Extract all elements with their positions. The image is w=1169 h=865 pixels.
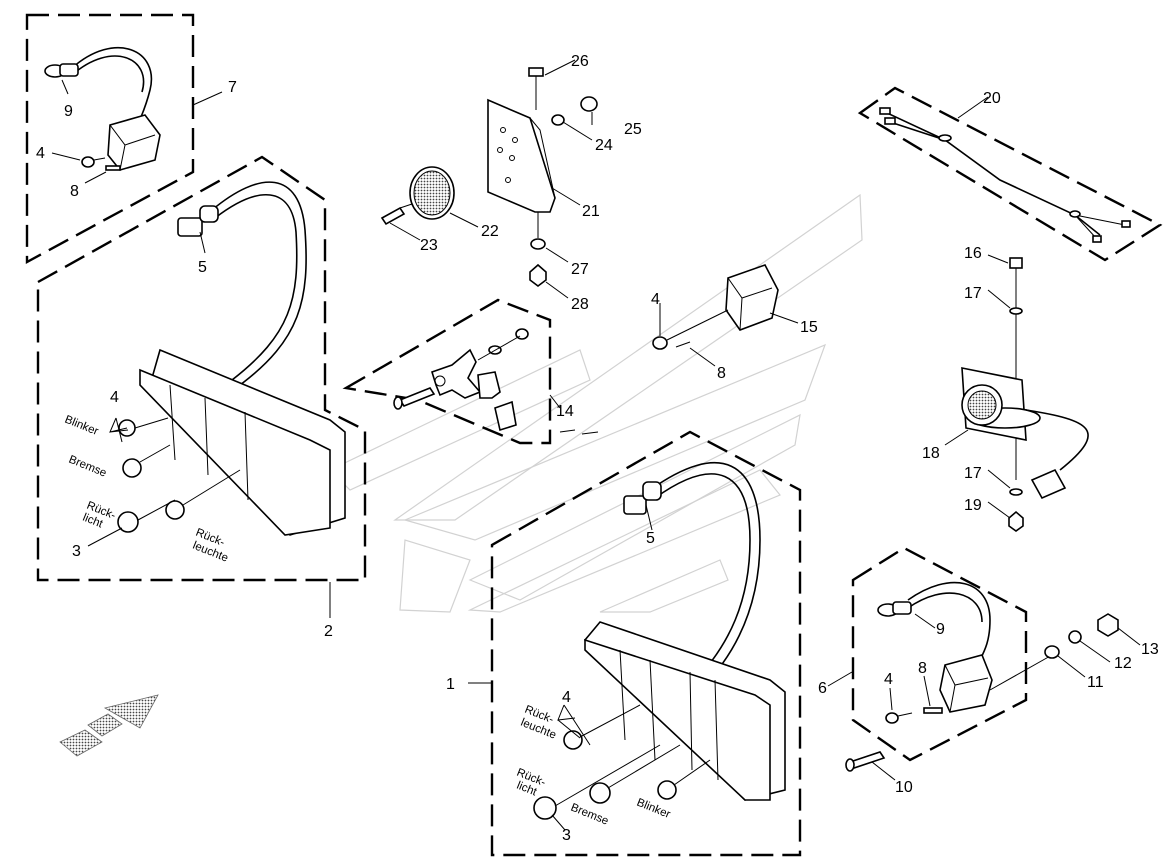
knob-clamp-assembly-14 <box>393 328 599 435</box>
rear-lamp-assembly-1 <box>533 462 786 820</box>
callout-24: 24 <box>595 137 613 154</box>
rear-lamp-assembly-2 <box>109 181 346 536</box>
callout-17a: 17 <box>964 285 982 302</box>
callout-3b: 3 <box>562 827 571 844</box>
label-blinker-left: Blinker <box>63 414 100 438</box>
callout-16: 16 <box>964 245 982 262</box>
callout-22: 22 <box>481 223 499 240</box>
group-box-20 <box>857 86 1163 262</box>
leader-lines <box>51 59 1141 831</box>
label-bremse-right: Bremse <box>569 802 610 828</box>
callout-25: 25 <box>624 121 642 138</box>
bracket-assembly-21 <box>380 67 598 287</box>
label-blinker-right: Blinker <box>635 797 672 821</box>
callout-3a: 3 <box>72 543 81 560</box>
callout-6: 6 <box>818 680 827 697</box>
callout-18: 18 <box>922 445 940 462</box>
callout-12: 12 <box>1114 655 1132 672</box>
small-lamp-assembly-6 <box>845 581 1119 772</box>
callout-23: 23 <box>420 237 438 254</box>
callout-19: 19 <box>964 497 982 514</box>
group-box-2 <box>36 155 367 582</box>
callout-9b: 9 <box>936 621 945 638</box>
callout-15: 15 <box>800 319 818 336</box>
callout-13: 13 <box>1141 641 1159 658</box>
callout-21: 21 <box>582 203 600 220</box>
callout-4d: 4 <box>562 689 571 706</box>
callout-10: 10 <box>895 779 913 796</box>
group-box-14 <box>342 298 552 445</box>
callout-20: 20 <box>983 90 1001 107</box>
callout-7: 7 <box>228 79 237 96</box>
small-lamp-assembly-7 <box>44 46 161 171</box>
wire-harness-20 <box>879 107 1131 243</box>
label-bremse-left: Bremse <box>67 454 108 480</box>
callout-4a: 4 <box>36 145 45 162</box>
callout-14: 14 <box>556 403 574 420</box>
callout-17b: 17 <box>964 465 982 482</box>
callout-27: 27 <box>571 261 589 278</box>
callout-8b: 8 <box>717 365 726 382</box>
group-box-7 <box>25 13 195 265</box>
callout-2: 2 <box>324 623 333 640</box>
small-lamp-15 <box>652 264 779 350</box>
group-box-1 <box>490 430 802 857</box>
reverse-alarm-18 <box>961 257 1089 532</box>
callout-4c: 4 <box>651 291 660 308</box>
arrow-forward-icon <box>59 694 159 757</box>
callout-28: 28 <box>571 296 589 313</box>
callout-8c: 8 <box>918 660 927 677</box>
callout-1: 1 <box>446 676 455 693</box>
callout-5b: 5 <box>646 530 655 547</box>
callout-9a: 9 <box>64 103 73 120</box>
group-box-6 <box>851 546 1028 762</box>
callout-4e: 4 <box>884 671 893 688</box>
callout-5a: 5 <box>198 259 207 276</box>
callout-11: 11 <box>1087 674 1104 691</box>
callout-26: 26 <box>571 53 589 70</box>
callout-4b: 4 <box>110 389 119 406</box>
callout-8a: 8 <box>70 183 79 200</box>
